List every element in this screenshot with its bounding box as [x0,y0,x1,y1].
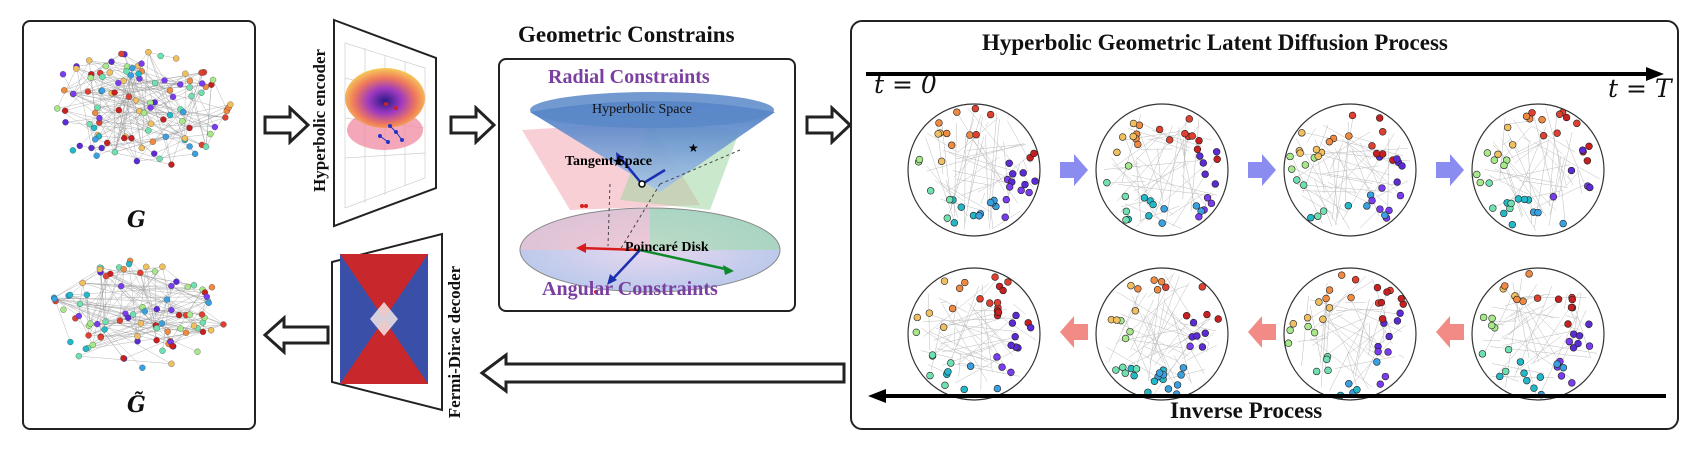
right-arrow-1 [263,105,311,145]
left-arrow-to-graph [262,315,330,355]
svg-text:★: ★ [612,155,625,170]
forward-timeline-arrow [866,67,1664,81]
decoder-trapezoid [331,232,443,412]
geometric-panel: ★ ★ Radial Constraints Hyperbolic Space … [498,58,796,312]
geometric-title: Geometric Constrains [518,22,735,47]
disk-snapshot [907,103,1041,237]
tangent-space-label: Tangent Space [565,154,653,169]
inverse-timeline-arrow [868,389,1666,403]
encoder-trapezoid [333,18,437,228]
disk-snapshot [1283,267,1417,401]
disk-snapshot [1283,103,1417,237]
graph-g-label: G [127,207,146,233]
graph-figures [50,49,234,371]
diffusion-figures [907,103,1605,401]
disk-snapshot [1095,103,1229,237]
decoder-label: Fermi-Dirac decoder [445,265,464,419]
geometric-figure: ★ ★ [519,92,781,294]
poincare-disk-label: Poincaré Disk [625,240,709,255]
radial-constraints-label: Radial Constraints [548,66,710,88]
disk-snapshot [1471,103,1605,237]
disk-snapshot [1471,267,1605,401]
disk-snapshot [1095,267,1229,401]
hyperbolic-space-label: Hyperbolic Space [592,102,692,117]
disk-snapshot [907,267,1041,401]
inverse-step-arrows [1060,316,1464,348]
t-start-label: t = 0 [874,70,937,99]
generated-graph [50,257,227,371]
graph-g-tilde-label: G̃ [127,392,146,418]
forward-step-arrows [1060,154,1464,186]
input-graph [54,49,234,168]
inverse-process-label: Inverse Process [1170,398,1323,423]
svg-text:★: ★ [688,141,699,155]
poincare-disk-snapshots [907,103,1605,401]
graph-panel: G G̃ [22,20,256,430]
right-arrow-2 [449,105,497,145]
long-left-arrow [479,352,846,394]
right-arrow-3 [805,105,853,145]
angular-constraints-label: Angular Constraints [542,278,718,300]
diffusion-panel: Hyperbolic Geometric Latent Diffusion Pr… [850,20,1679,430]
encoder-label: Hyperbolic encoder [310,48,329,192]
t-end-label: t = T [1608,74,1672,103]
diffusion-title: Hyperbolic Geometric Latent Diffusion Pr… [982,30,1448,55]
